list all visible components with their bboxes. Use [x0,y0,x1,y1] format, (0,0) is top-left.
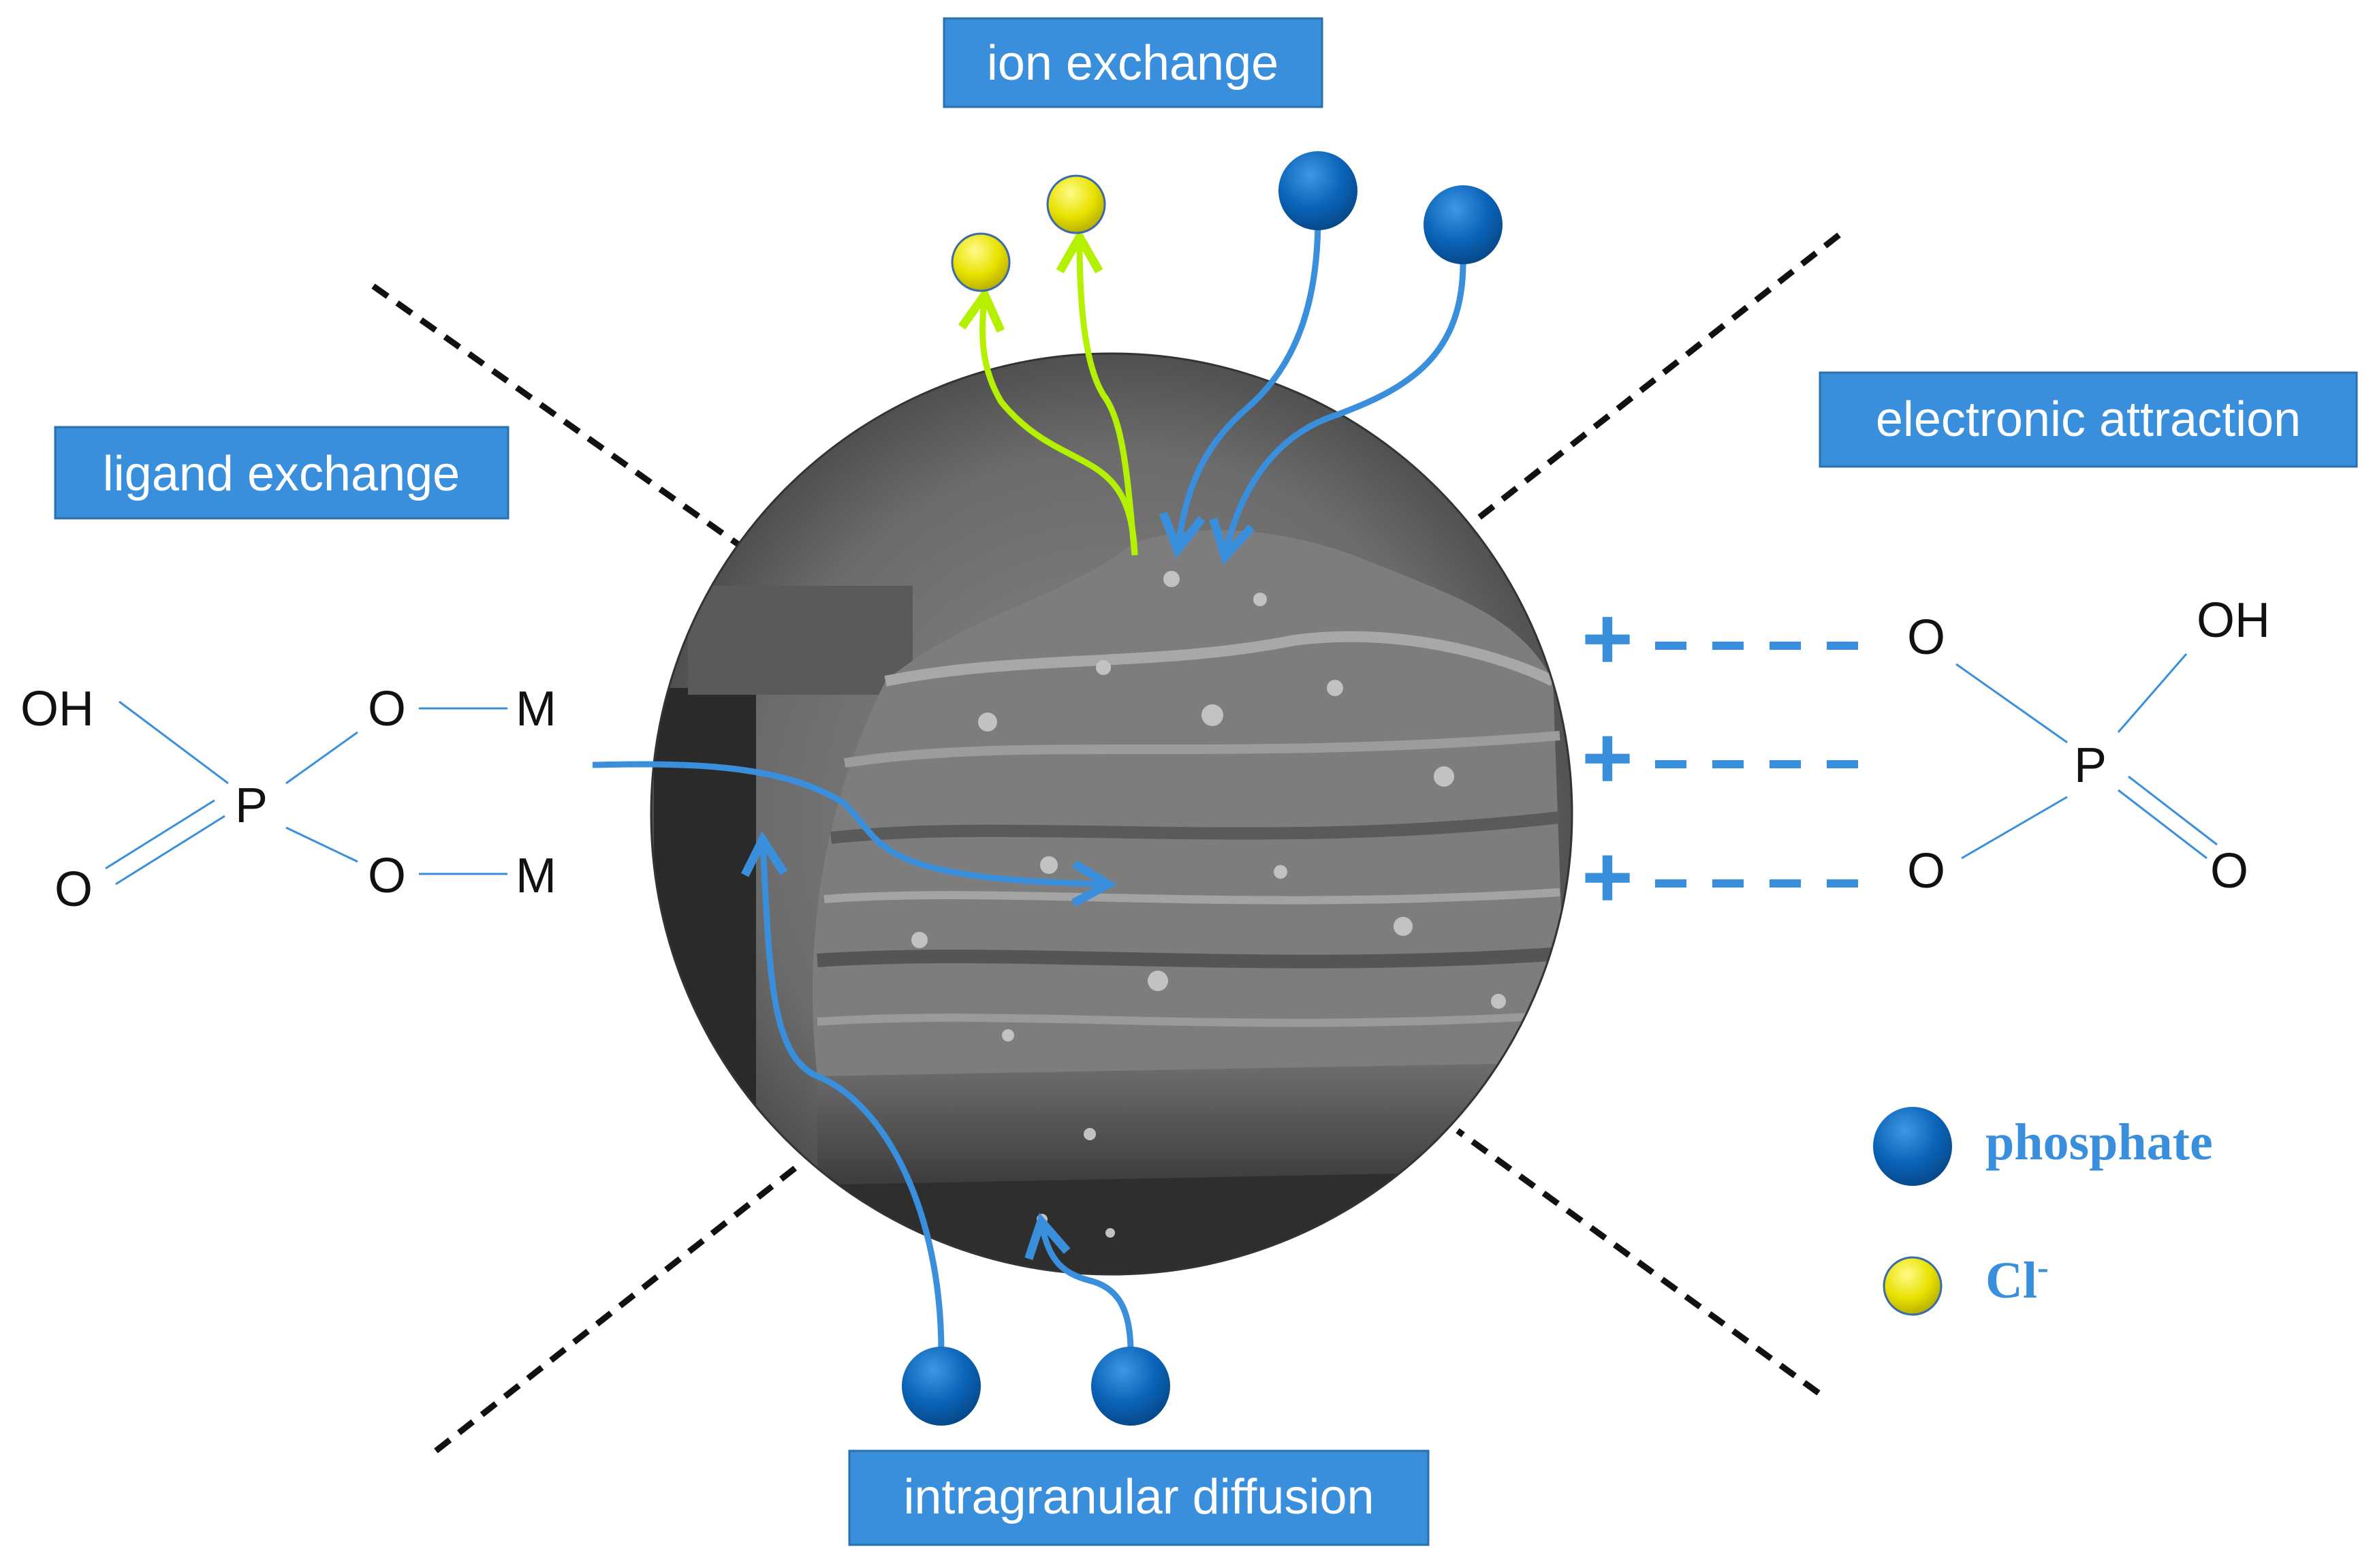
ligand-structure: OH P O O O M M [20,682,556,917]
legend-chloride-label: Cl- [1985,1248,2049,1309]
label-intragranular-diffusion-text: intragranular diffusion [903,1470,1374,1524]
phosphate-o-upper-left: O [1907,610,1945,665]
ligand-oh: OH [20,682,94,736]
chloride-ion-icon [951,232,1011,292]
ligand-o-double: O [54,862,93,917]
divider-bottom-left [434,1159,806,1454]
legend: phosphate Cl- [1873,1107,2213,1316]
label-electronic-attraction-text: electronic attraction [1876,392,2301,447]
label-intragranular-diffusion: intragranular diffusion [848,1449,1430,1546]
legend-phosphate-label: phosphate [1985,1114,2213,1171]
divider-bottom-right [1456,1128,1821,1396]
legend-phosphate-icon [1873,1107,1952,1186]
surface-charges: + + + [1582,589,1633,926]
ligand-p: P [235,779,268,833]
phosphate-uptake-arrow-2 [1209,258,1466,565]
ligand-m-upper: M [516,682,556,736]
phosphate-structure: O OH P O O [1907,593,2270,898]
diffusion-arrow-1 [741,831,945,1353]
positive-charge-3: + [1582,827,1633,926]
phosphate-o-lower-left: O [1907,844,1945,898]
positive-charge-1: + [1582,589,1633,688]
ligand-exchange-arrow [592,761,1117,907]
legend-chloride-icon [1883,1256,1943,1316]
divider-top-left [371,283,741,548]
phosphate-ion-icon [1091,1347,1170,1426]
cl-release-arrow-1 [958,286,1138,556]
cl-release-arrow-2 [1056,228,1138,556]
ligand-o-lower: O [368,849,406,903]
attraction-dashes [1655,642,1866,888]
positive-charge-2: + [1582,708,1633,807]
phosphate-ion-icon [902,1347,981,1426]
label-ion-exchange: ion exchange [943,17,1323,108]
phosphate-ion-icon [1278,151,1357,230]
phosphate-o-double: O [2210,844,2248,898]
phosphate-ion-icon [1424,185,1503,264]
label-ion-exchange-text: ion exchange [987,36,1278,91]
phosphate-uptake-arrow-1 [1159,217,1321,559]
label-ligand-exchange: ligand exchange [54,426,509,520]
divider-top-right [1473,232,1841,524]
label-electronic-attraction: electronic attraction [1819,371,2358,468]
phosphate-oh: OH [2197,593,2270,648]
chloride-ion-icon [1046,174,1106,234]
diffusion-arrow-2 [1024,1212,1134,1353]
label-ligand-exchange-text: ligand exchange [103,447,460,501]
ligand-m-lower: M [516,849,556,903]
phosphate-p: P [2074,738,2107,793]
ligand-o-upper: O [368,682,406,736]
